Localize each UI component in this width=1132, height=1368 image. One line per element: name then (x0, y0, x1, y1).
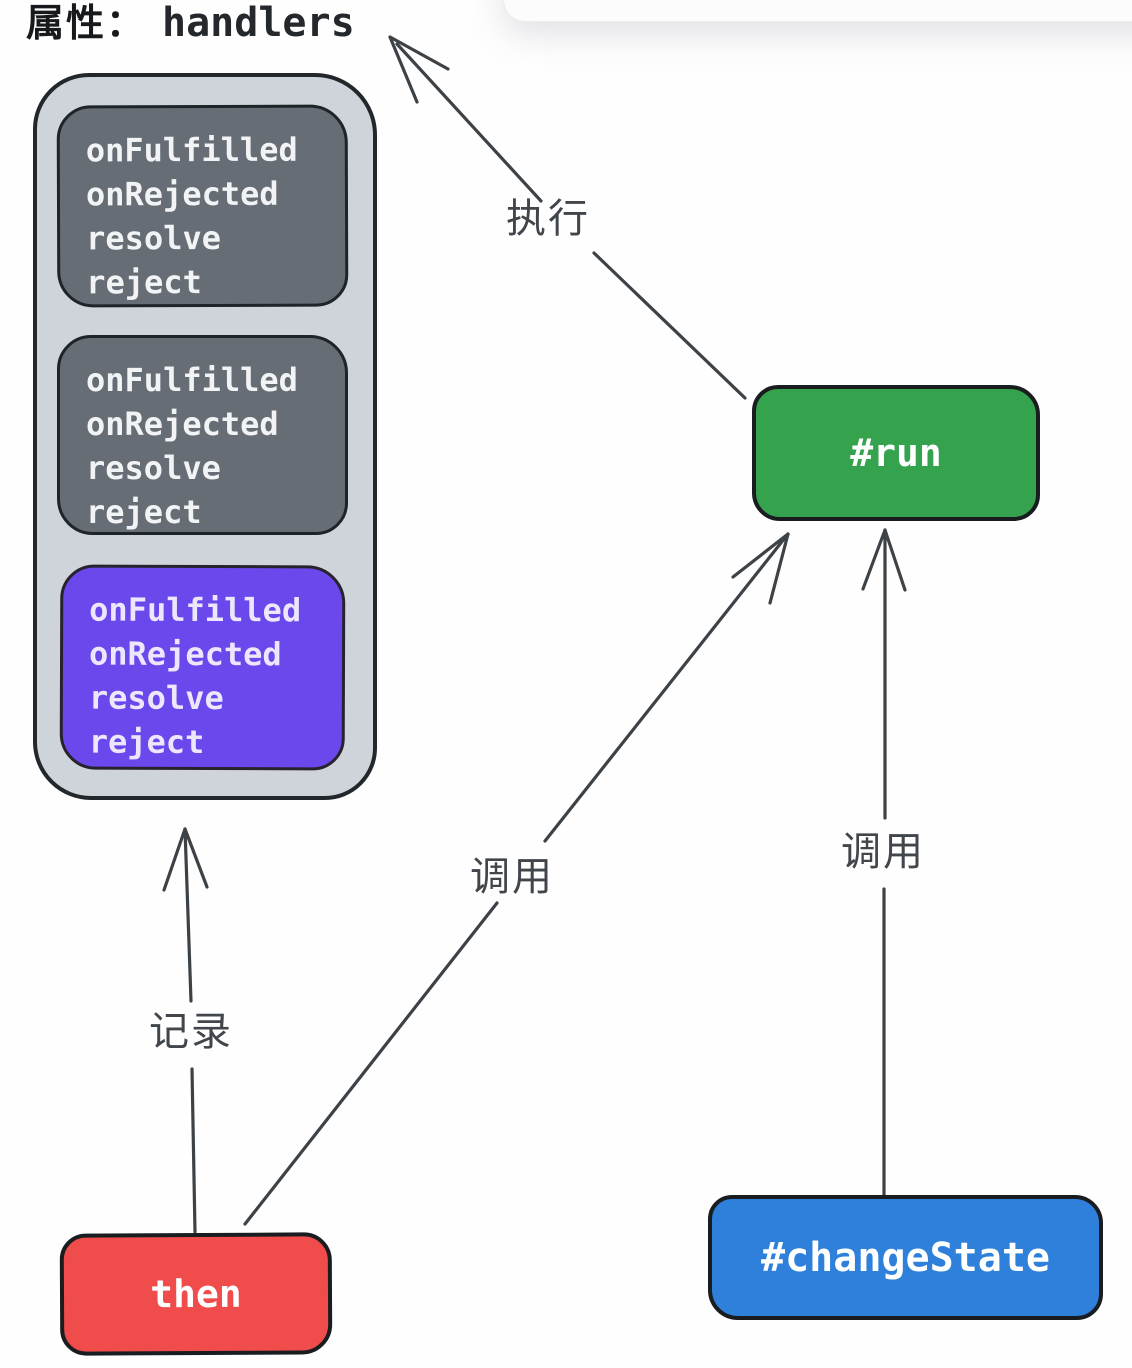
edge-label-call-then-run[interactable]: 调用 (470, 855, 554, 899)
handler-slot-1[interactable]: onFulfilled onRejected resolve reject (56, 104, 349, 308)
edge-call-then-run-arrowhead (731, 532, 790, 605)
handlers-property-title[interactable]: 属性： handlers (26, 0, 355, 47)
handler-line: resolve (86, 218, 222, 258)
edge-label-call-changestate-run[interactable]: 调用 (841, 830, 925, 874)
handlers-array-container[interactable]: onFulfilled onRejected resolve reject on… (33, 73, 377, 800)
edge-execute-arrowhead (388, 35, 450, 104)
partial-top-card (503, 0, 1132, 22)
handler-line: onFulfilled (89, 590, 302, 630)
node-run-label: #run (850, 431, 942, 475)
edge-label-execute[interactable]: 执行 (506, 197, 590, 241)
title-code-label: handlers (162, 0, 355, 46)
edge-record-arrowhead (162, 827, 209, 892)
handler-line: onRejected (85, 174, 279, 214)
handler-line: reject (86, 493, 202, 531)
handler-slot-2[interactable]: onFulfilled onRejected resolve reject (57, 335, 348, 535)
handler-line: resolve (86, 449, 221, 487)
edge-label-record[interactable]: 记录 (149, 1010, 233, 1054)
handler-line: onFulfilled (85, 130, 298, 170)
node-then-label: then (150, 1271, 242, 1317)
edge-call-changestate-run-arrowhead (861, 528, 907, 592)
handler-line: onFulfilled (86, 361, 298, 399)
handler-line: reject (86, 263, 202, 302)
title-prefix-label: 属性： (26, 3, 147, 45)
handler-line: reject (88, 722, 205, 762)
handler-line: resolve (88, 678, 224, 718)
node-then[interactable]: then (59, 1232, 333, 1356)
handler-line: onRejected (88, 634, 282, 674)
node-changestate-label: #changeState (761, 1234, 1050, 1281)
node-changestate[interactable]: #changeState (708, 1195, 1103, 1320)
handler-slot-3[interactable]: onFulfilled onRejected resolve reject (59, 564, 346, 771)
handler-line: onRejected (86, 405, 279, 443)
node-run[interactable]: #run (752, 385, 1040, 521)
